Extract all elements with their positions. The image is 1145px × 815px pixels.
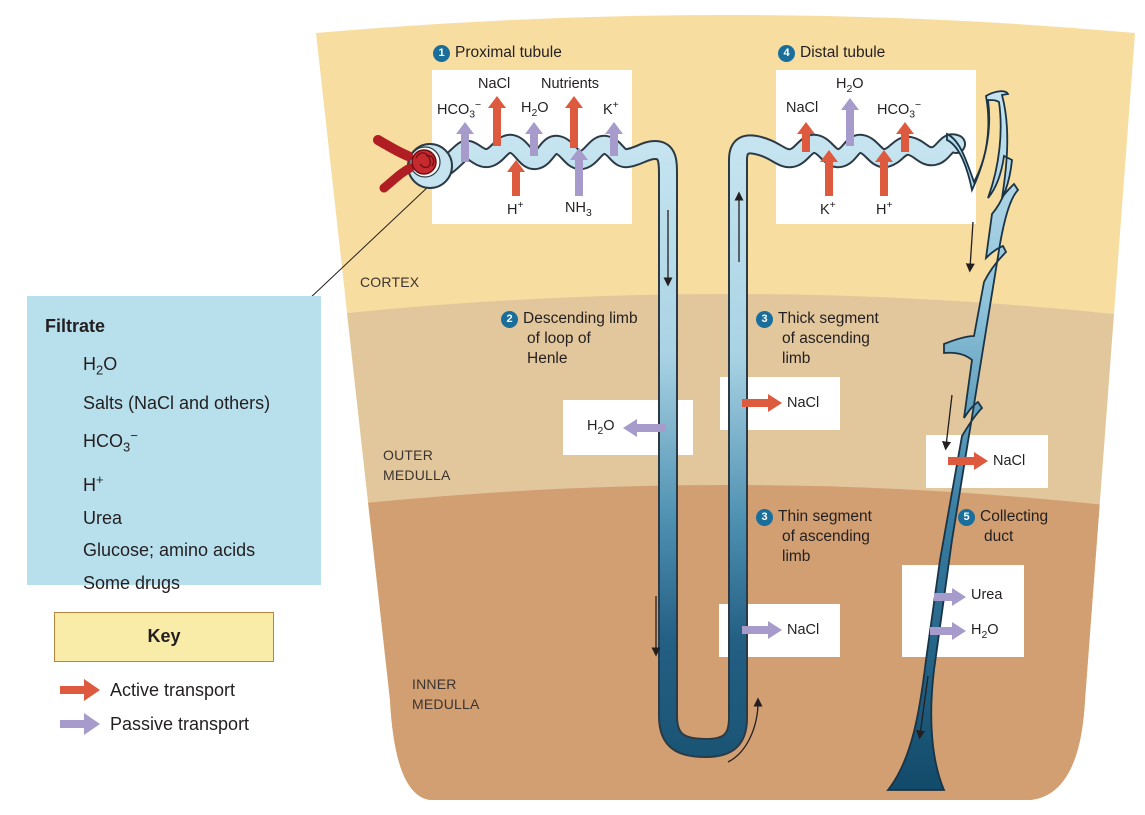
filtrate-item: H2O — [83, 354, 118, 378]
filtrate-item: Salts (NaCl and others) — [83, 393, 271, 414]
distal-h2o-arrow — [841, 98, 859, 146]
flow-arrows — [651, 191, 975, 763]
thick-nacl-arrow — [742, 394, 782, 412]
proximal-h-label: H+ — [507, 200, 524, 218]
number-badge-3a: 3 — [756, 311, 773, 328]
legend-passive: Passive transport — [110, 712, 249, 736]
thin-nacl-arrow — [742, 621, 782, 639]
collecting-urea-arrow — [934, 588, 966, 606]
collecting-nacl-label: NaCl — [993, 453, 1026, 469]
proximal-hco3-arrow — [456, 122, 474, 162]
distal-k-label: K+ — [820, 200, 836, 218]
distal-nacl-arrow — [797, 122, 815, 152]
number-badge-2: 2 — [501, 311, 518, 328]
distal-h2o-label: H2O — [836, 76, 864, 95]
distal-h-arrow — [875, 150, 893, 196]
filtrate-box: Filtrate H2O Salts (NaCl and others) HCO… — [27, 296, 321, 593]
legend-arrows — [60, 679, 100, 735]
collecting-h2o-label: H2O — [971, 622, 999, 641]
filtrate-connector — [307, 184, 431, 301]
collecting-duct — [886, 90, 1020, 791]
proximal-h-arrow — [507, 160, 525, 196]
distal-hco3-label: HCO3− — [877, 100, 922, 121]
legend-active: Active transport — [110, 678, 235, 702]
filtrate-item: HCO3− — [83, 427, 138, 455]
number-badge-5: 5 — [958, 509, 975, 526]
collecting-urea-box — [902, 565, 1024, 657]
proximal-nutrients-arrow — [565, 96, 583, 148]
proximal-hco3-label: HCO3− — [437, 100, 482, 121]
proximal-nh3-label: NH3 — [565, 200, 592, 219]
filtrate-title: Filtrate — [45, 316, 106, 336]
collecting-urea-label: Urea — [971, 587, 1003, 603]
legend-passive-label: Passive transport — [110, 714, 250, 734]
descending-h2o-arrow — [623, 419, 666, 437]
cortex-label: CORTEX — [360, 274, 420, 290]
number-badge-1: 1 — [433, 45, 450, 62]
proximal-nacl-arrow — [488, 96, 506, 146]
legend-active-label: Active transport — [110, 680, 236, 700]
proximal-h2o-label: H2O — [521, 100, 549, 119]
transport-arrows — [456, 96, 988, 640]
distal-h-label: H+ — [876, 200, 893, 218]
collecting-h2o-arrow — [930, 622, 966, 640]
glomerulus — [373, 135, 437, 193]
thin-nacl-label: NaCl — [787, 622, 820, 638]
descending-h2o-label: H2O — [587, 418, 615, 437]
distal-hco3-arrow — [896, 122, 914, 152]
proximal-nacl-label: NaCl — [478, 76, 511, 92]
filtrate-item: H+ — [83, 471, 104, 495]
proximal-k-arrow — [605, 122, 623, 156]
proximal-nh3-arrow — [570, 148, 588, 196]
collecting-nacl-arrow — [948, 452, 988, 470]
proximal-h2o-arrow — [525, 122, 543, 156]
distal-k-arrow — [820, 150, 838, 196]
key-box: Key — [54, 612, 274, 662]
number-badge-4: 4 — [778, 45, 795, 62]
thick-nacl-label: NaCl — [787, 395, 820, 411]
filtrate-item: Urea — [83, 507, 123, 528]
proximal-k-label: K+ — [603, 100, 619, 118]
number-badge-3b: 3 — [756, 509, 773, 526]
filtrate-item: Glucose; amino acids — [83, 540, 256, 561]
filtrate-item: Some drugs — [83, 572, 181, 593]
proximal-nutrients-label: Nutrients — [541, 76, 600, 92]
distal-nacl-label: NaCl — [786, 100, 819, 116]
